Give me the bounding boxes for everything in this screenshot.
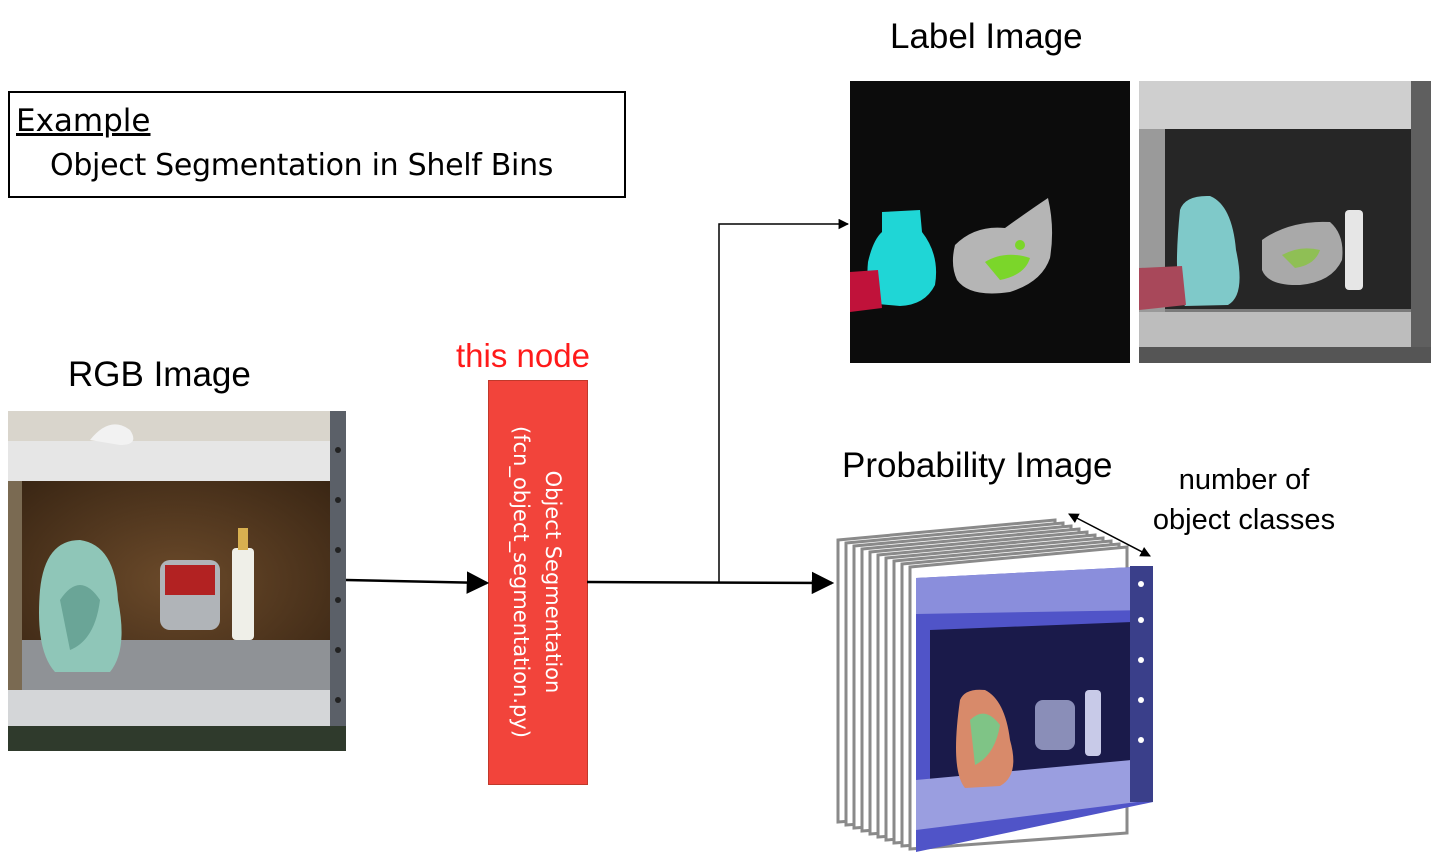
arrow-node-to-probability [586, 571, 835, 595]
arrow-rgb-to-node [345, 571, 490, 594]
object-classes-line2: object classes [1152, 504, 1336, 536]
example-box [8, 91, 626, 198]
label-overlay-image [1139, 81, 1431, 363]
arrow-node-to-label [718, 218, 850, 582]
object-classes-note: number of object classes [1138, 460, 1350, 540]
rgb-image-label: RGB Image [68, 355, 251, 394]
node-box [488, 380, 588, 785]
probability-image-stack [836, 518, 1153, 852]
rgb-image [8, 411, 346, 751]
classes-depth-arrow [1068, 513, 1151, 557]
example-description: Object Segmentation in Shelf Bins [50, 148, 554, 183]
probability-image-label: Probability Image [842, 446, 1113, 485]
label-image-segmentation [850, 81, 1130, 363]
object-classes-line1: number of [1178, 464, 1310, 496]
example-heading: Example [16, 103, 151, 139]
this-node-marker: this node [456, 337, 590, 374]
label-image-label: Label Image [890, 17, 1083, 56]
